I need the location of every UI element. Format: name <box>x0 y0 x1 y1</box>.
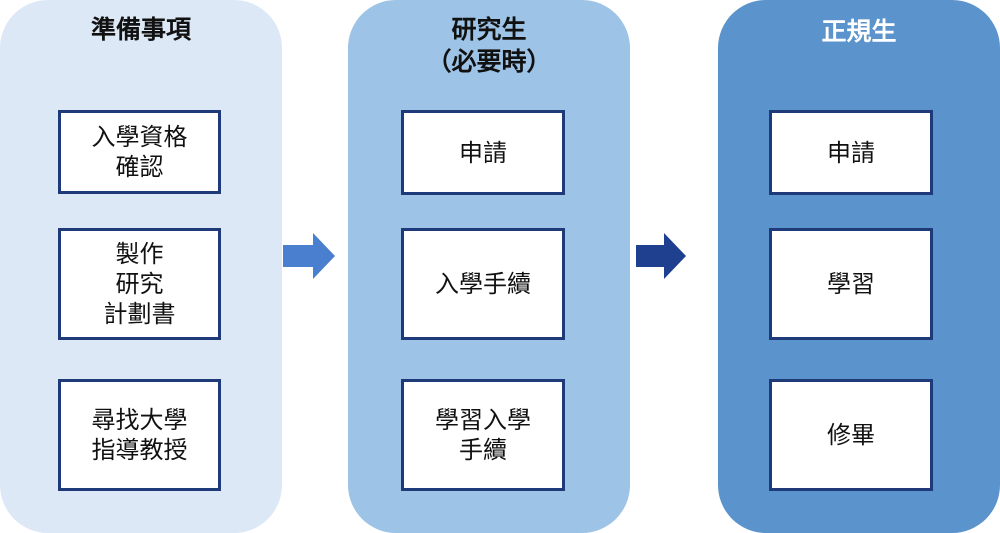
right-arrow-icon <box>636 233 686 279</box>
step-box-apply: 申請 <box>401 110 565 195</box>
step-line: 入學資格 <box>91 123 188 151</box>
title-line: 準備事項 <box>90 15 191 44</box>
step-box-apply: 申請 <box>769 110 933 195</box>
step-box-research-plan: 製作 研究 計劃書 <box>58 228 221 340</box>
right-arrow-icon <box>283 233 335 279</box>
step-box-complete: 修畢 <box>769 379 933 491</box>
step-box-eligibility: 入學資格 確認 <box>58 110 221 194</box>
title-line: （必要時） <box>426 47 552 76</box>
column-title: 研究生 （必要時） <box>348 14 630 78</box>
step-line: 修畢 <box>827 421 875 449</box>
column-title: 準備事項 <box>0 14 282 46</box>
step-line: 入學手續 <box>435 270 531 298</box>
step-line: 手續 <box>459 436 507 464</box>
step-line: 研究 <box>115 270 164 298</box>
step-box-enrollment: 入學手續 <box>401 228 565 340</box>
step-line: 製作 <box>115 240 164 268</box>
step-line: 申請 <box>459 138 507 167</box>
column-research-student: 研究生 （必要時） 申請 入學手續 學習入學 手續 <box>348 0 630 533</box>
column-regular-student: 正規生 申請 學習 修畢 <box>718 0 1000 533</box>
column-title: 正規生 <box>718 16 1000 48</box>
step-line: 申請 <box>827 138 875 167</box>
step-line: 計劃書 <box>103 300 176 328</box>
step-line: 學習 <box>827 270 875 298</box>
step-line: 確認 <box>115 153 164 181</box>
step-box-study: 學習 <box>769 228 933 340</box>
title-line: 正規生 <box>821 17 897 46</box>
title-line: 研究生 <box>451 15 527 44</box>
column-preparation: 準備事項 入學資格 確認 製作 研究 計劃書 尋找大學 指導教授 <box>0 0 282 533</box>
step-box-find-professor: 尋找大學 指導教授 <box>58 379 221 491</box>
step-box-study-enrollment: 學習入學 手續 <box>401 379 565 491</box>
step-line: 尋找大學 <box>91 406 188 434</box>
step-line: 指導教授 <box>91 436 188 464</box>
step-line: 學習入學 <box>435 406 531 434</box>
